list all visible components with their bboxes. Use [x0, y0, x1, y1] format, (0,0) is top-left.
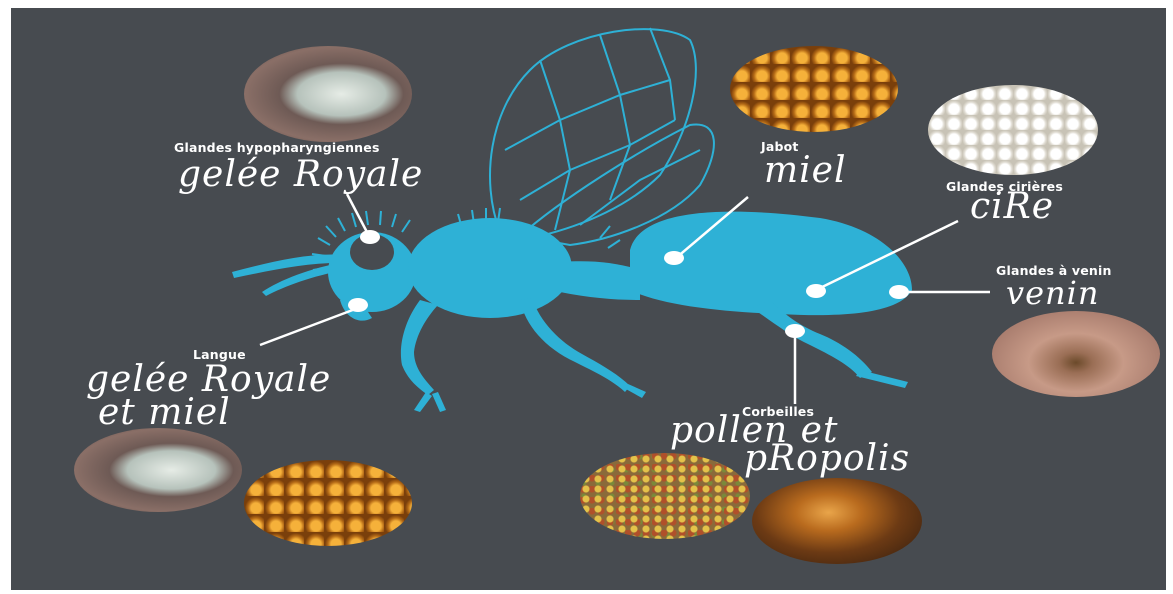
bee-body [232, 212, 912, 412]
jabot-product-label: miel [764, 152, 846, 190]
wax-product-label: ciRe [970, 188, 1054, 226]
hypopharyngeal-gland-label: Glandes hypopharyngiennes [174, 140, 380, 155]
hypopharyngeal-product-label: gelée Royale [178, 156, 423, 194]
baskets-product-line2: pRopolis [744, 440, 910, 478]
wings [490, 28, 714, 245]
tongue-product-line2: et miel [98, 394, 231, 432]
venom-product-label: venin [1006, 274, 1099, 312]
